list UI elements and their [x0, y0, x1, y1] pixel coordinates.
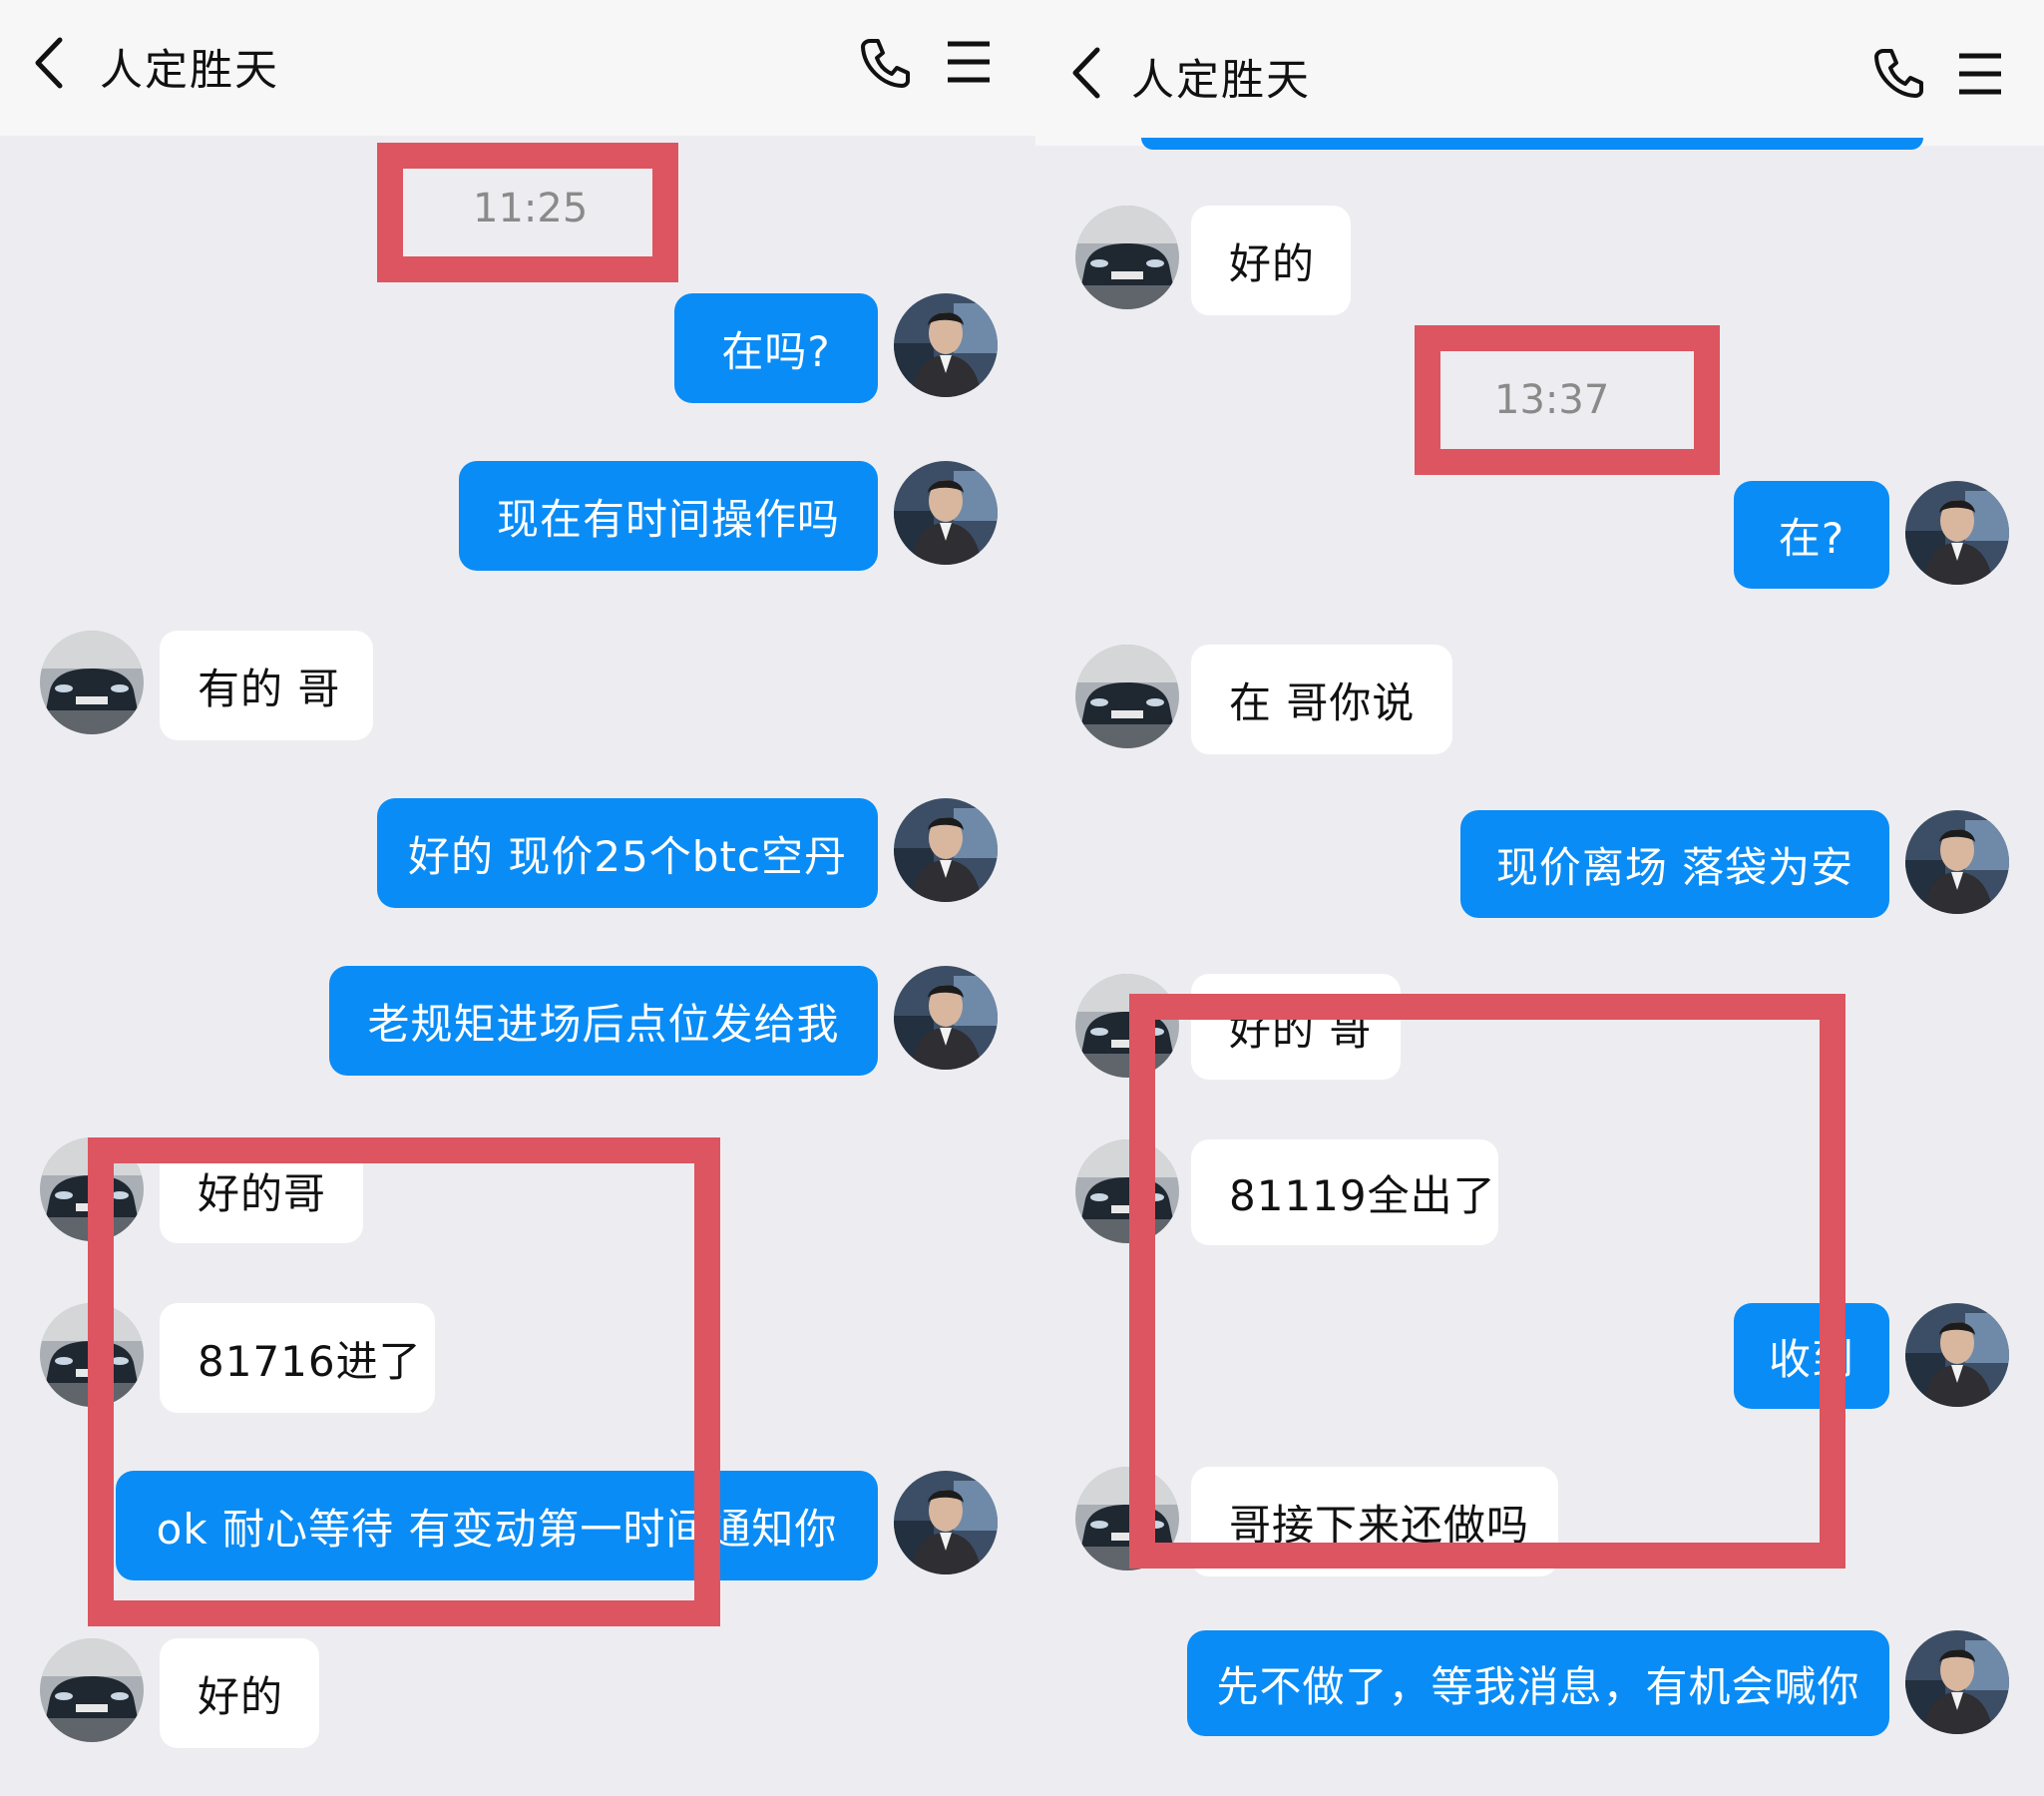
phone-icon[interactable]: [858, 36, 912, 90]
message-timestamp: 11:25: [473, 186, 589, 231]
message-bubble-outgoing[interactable]: 好的 现价25个btc空丹: [377, 798, 878, 908]
chat-panel-right: 人定胜天 好的 13:37 在? 在 哥你说 现价离场 落袋为安 好的 哥 81…: [1035, 0, 2044, 1796]
user-avatar-image: [894, 1471, 998, 1574]
message-bubble-outgoing[interactable]: ok 耐心等待 有变动第一时间通知你: [116, 1471, 878, 1580]
user-avatar-image: [894, 293, 998, 397]
avatar[interactable]: [894, 461, 998, 565]
phone-icon[interactable]: [1871, 46, 1925, 100]
message-bubble-incoming[interactable]: 81716进了: [160, 1303, 435, 1413]
user-avatar-image: [1905, 810, 2009, 914]
avatar[interactable]: [1075, 645, 1179, 748]
message-bubble-outgoing[interactable]: 在?: [1734, 481, 1889, 589]
menu-icon[interactable]: [946, 40, 992, 84]
highlight-box: [377, 143, 678, 282]
avatar[interactable]: [40, 1638, 144, 1742]
message-bubble-outgoing[interactable]: 在吗?: [674, 293, 878, 403]
message-timestamp: 13:37: [1494, 377, 1610, 423]
message-bubble-outgoing[interactable]: 现在有时间操作吗: [459, 461, 878, 571]
chat-title: 人定胜天: [1131, 56, 1311, 106]
back-chevron-icon[interactable]: [32, 36, 68, 90]
message-bubble-outgoing[interactable]: 先不做了，等我消息，有机会喊你: [1187, 1630, 1889, 1736]
chat-header: 人定胜天: [1035, 0, 2044, 146]
chat-header: 人定胜天: [0, 0, 1035, 136]
message-bubble-outgoing[interactable]: 老规矩进场后点位发给我: [329, 966, 878, 1076]
scrolled-bubble-edge: [1141, 138, 1923, 150]
chat-title: 人定胜天: [100, 46, 279, 96]
message-bubble-outgoing[interactable]: 收到: [1734, 1303, 1889, 1409]
highlight-box: [1129, 994, 1845, 1569]
user-avatar-image: [1905, 481, 2009, 585]
avatar[interactable]: [894, 966, 998, 1070]
user-avatar-image: [894, 966, 998, 1070]
user-avatar-image: [1905, 1630, 2009, 1734]
highlight-box: [88, 1137, 720, 1626]
avatar[interactable]: [894, 798, 998, 902]
message-bubble-incoming[interactable]: 在 哥你说: [1191, 645, 1452, 754]
message-bubble-outgoing[interactable]: 现价离场 落袋为安: [1460, 810, 1889, 918]
user-avatar-image: [894, 798, 998, 902]
message-bubble-incoming[interactable]: 81119全出了: [1191, 1139, 1498, 1245]
avatar[interactable]: [1905, 481, 2009, 585]
car-avatar-image: [1075, 645, 1179, 748]
car-avatar-image: [1075, 206, 1179, 309]
highlight-box: [1415, 325, 1720, 475]
avatar[interactable]: [40, 631, 144, 734]
car-avatar-image: [40, 1638, 144, 1742]
message-bubble-incoming[interactable]: 好的: [1191, 206, 1351, 315]
message-bubble-incoming[interactable]: 好的 哥: [1191, 974, 1401, 1080]
avatar[interactable]: [894, 1471, 998, 1574]
back-chevron-icon[interactable]: [1069, 46, 1105, 100]
avatar[interactable]: [1075, 206, 1179, 309]
chat-panel-left: 人定胜天 11:25 在吗? 现在有时间操作吗 有的 哥 好的 现价25个btc…: [0, 0, 1035, 1748]
avatar[interactable]: [1905, 1303, 2009, 1407]
car-avatar-image: [40, 631, 144, 734]
user-avatar-image: [894, 461, 998, 565]
avatar[interactable]: [1905, 810, 2009, 914]
avatar[interactable]: [894, 293, 998, 397]
user-avatar-image: [1905, 1303, 2009, 1407]
menu-icon[interactable]: [1957, 52, 2003, 96]
message-bubble-incoming[interactable]: 好的: [160, 1638, 319, 1748]
avatar[interactable]: [1905, 1630, 2009, 1734]
message-bubble-incoming[interactable]: 有的 哥: [160, 631, 373, 740]
